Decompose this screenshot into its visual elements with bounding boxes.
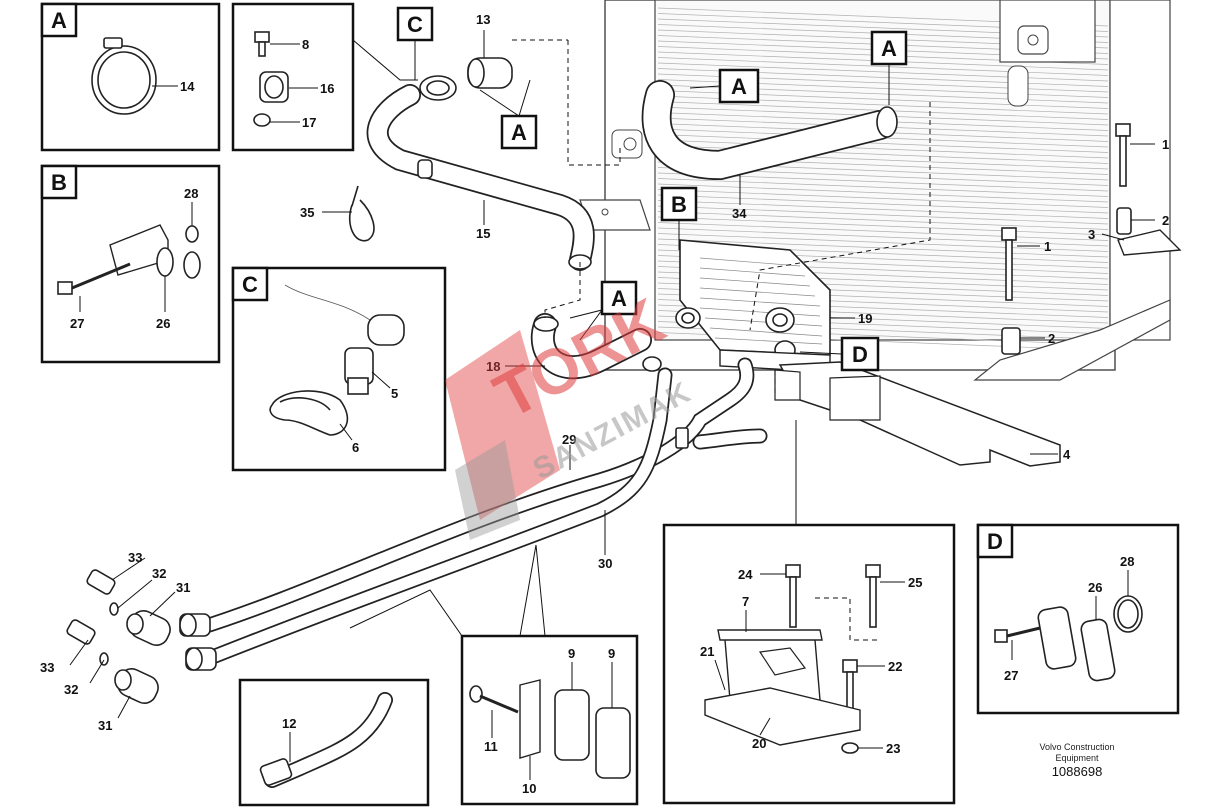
panel-clip-content (349, 544, 631, 780)
part-26: 26 (156, 316, 170, 331)
footer-credit: Volvo Construction Equipment 1088698 (1039, 742, 1114, 779)
svg-text:B: B (671, 192, 687, 217)
callout-d: D (799, 336, 880, 372)
part-3: 3 (1088, 227, 1095, 242)
part-7: 7 (742, 594, 749, 609)
part-6: 6 (352, 440, 359, 455)
svg-text:C: C (407, 12, 423, 37)
svg-text:Volvo Construction: Volvo Construction (1039, 742, 1114, 752)
part-28: 28 (1120, 554, 1134, 569)
svg-text:A: A (511, 120, 527, 145)
callout-c-top: C (396, 6, 434, 80)
part-9: 9 (608, 646, 615, 661)
svg-text:A: A (51, 8, 67, 33)
part-27: 27 (70, 316, 84, 331)
panel-a-content (91, 37, 178, 115)
panel-bracket (662, 523, 956, 805)
part-23: 23 (886, 741, 900, 756)
panel-d-content (994, 570, 1143, 682)
svg-text:Equipment: Equipment (1055, 753, 1099, 763)
watermark: TORK SANZIMAK (445, 284, 697, 540)
part-8: 8 (302, 37, 309, 52)
panel-b-content (57, 202, 201, 312)
dashed-guides (512, 39, 931, 395)
part-2: 2 (1162, 213, 1169, 228)
part-33: 33 (40, 660, 54, 675)
part-1: 1 (1162, 137, 1169, 152)
svg-text:D: D (852, 342, 868, 367)
part-31: 31 (176, 580, 190, 595)
panel-clamp-content (253, 31, 418, 127)
strap-35 (348, 185, 375, 242)
part-27: 27 (1004, 668, 1018, 683)
svg-text:A: A (611, 286, 627, 311)
part-10: 10 (522, 781, 536, 796)
svg-text:A: A (731, 74, 747, 99)
part-22: 22 (888, 659, 902, 674)
part-32: 32 (64, 682, 78, 697)
fittings-left (66, 569, 171, 704)
part-19: 19 (858, 311, 872, 326)
hydraulic-lines (179, 356, 768, 671)
part-20: 20 (752, 736, 766, 751)
part-1: 1 (1044, 239, 1051, 254)
panel-hose-12-content (259, 692, 393, 788)
part-2: 2 (1048, 331, 1055, 346)
callout-a3: A (870, 30, 908, 105)
part-32: 32 (152, 566, 166, 581)
callout-a4: A (569, 280, 638, 341)
part-14: 14 (180, 79, 195, 94)
part-9: 9 (568, 646, 575, 661)
part-15: 15 (476, 226, 490, 241)
panel-c (231, 266, 447, 472)
leader-lines (69, 30, 1155, 719)
panel-tag-a: A (40, 2, 78, 38)
hose-13 (467, 57, 513, 89)
part-26: 26 (1088, 580, 1102, 595)
part-25: 25 (908, 575, 922, 590)
part-16: 16 (320, 81, 334, 96)
svg-text:C: C (242, 272, 258, 297)
part-33: 33 (128, 550, 142, 565)
drawing-number: 1088698 (1052, 764, 1103, 779)
callout-a2: A (689, 68, 760, 104)
panel-bracket-content (704, 420, 905, 754)
part-24: 24 (738, 567, 753, 582)
panel-tag-c: C (231, 266, 269, 302)
part-12: 12 (282, 716, 296, 731)
part-number-labels: 1 2 3 1 2 4 19 18 13 15 35 34 29 30 33 3… (40, 12, 1169, 796)
right-bolts (1001, 123, 1182, 355)
svg-text:B: B (51, 170, 67, 195)
svg-text:A: A (881, 36, 897, 61)
part-13: 13 (476, 12, 490, 27)
panel-clamp (231, 2, 355, 152)
part-18: 18 (486, 359, 500, 374)
part-31: 31 (98, 718, 112, 733)
svg-text:D: D (987, 529, 1003, 554)
part-5: 5 (391, 386, 398, 401)
part-17: 17 (302, 115, 316, 130)
panel-c-content (269, 284, 405, 441)
bracket-4 (774, 361, 1061, 467)
part-4: 4 (1063, 447, 1071, 462)
hose-18 (530, 313, 652, 380)
callout-b: B (660, 186, 698, 250)
part-11: 11 (484, 739, 498, 754)
upper-hose-15 (366, 75, 595, 271)
part-34: 34 (732, 206, 747, 221)
callout-a1: A (479, 79, 538, 150)
hose-34 (641, 80, 898, 181)
part-21: 21 (700, 644, 714, 659)
panel-tag-b: B (40, 164, 78, 200)
part-29: 29 (562, 432, 576, 447)
part-28: 28 (184, 186, 198, 201)
panel-tag-d: D (976, 523, 1014, 559)
part-30: 30 (598, 556, 612, 571)
part-35: 35 (300, 205, 314, 220)
